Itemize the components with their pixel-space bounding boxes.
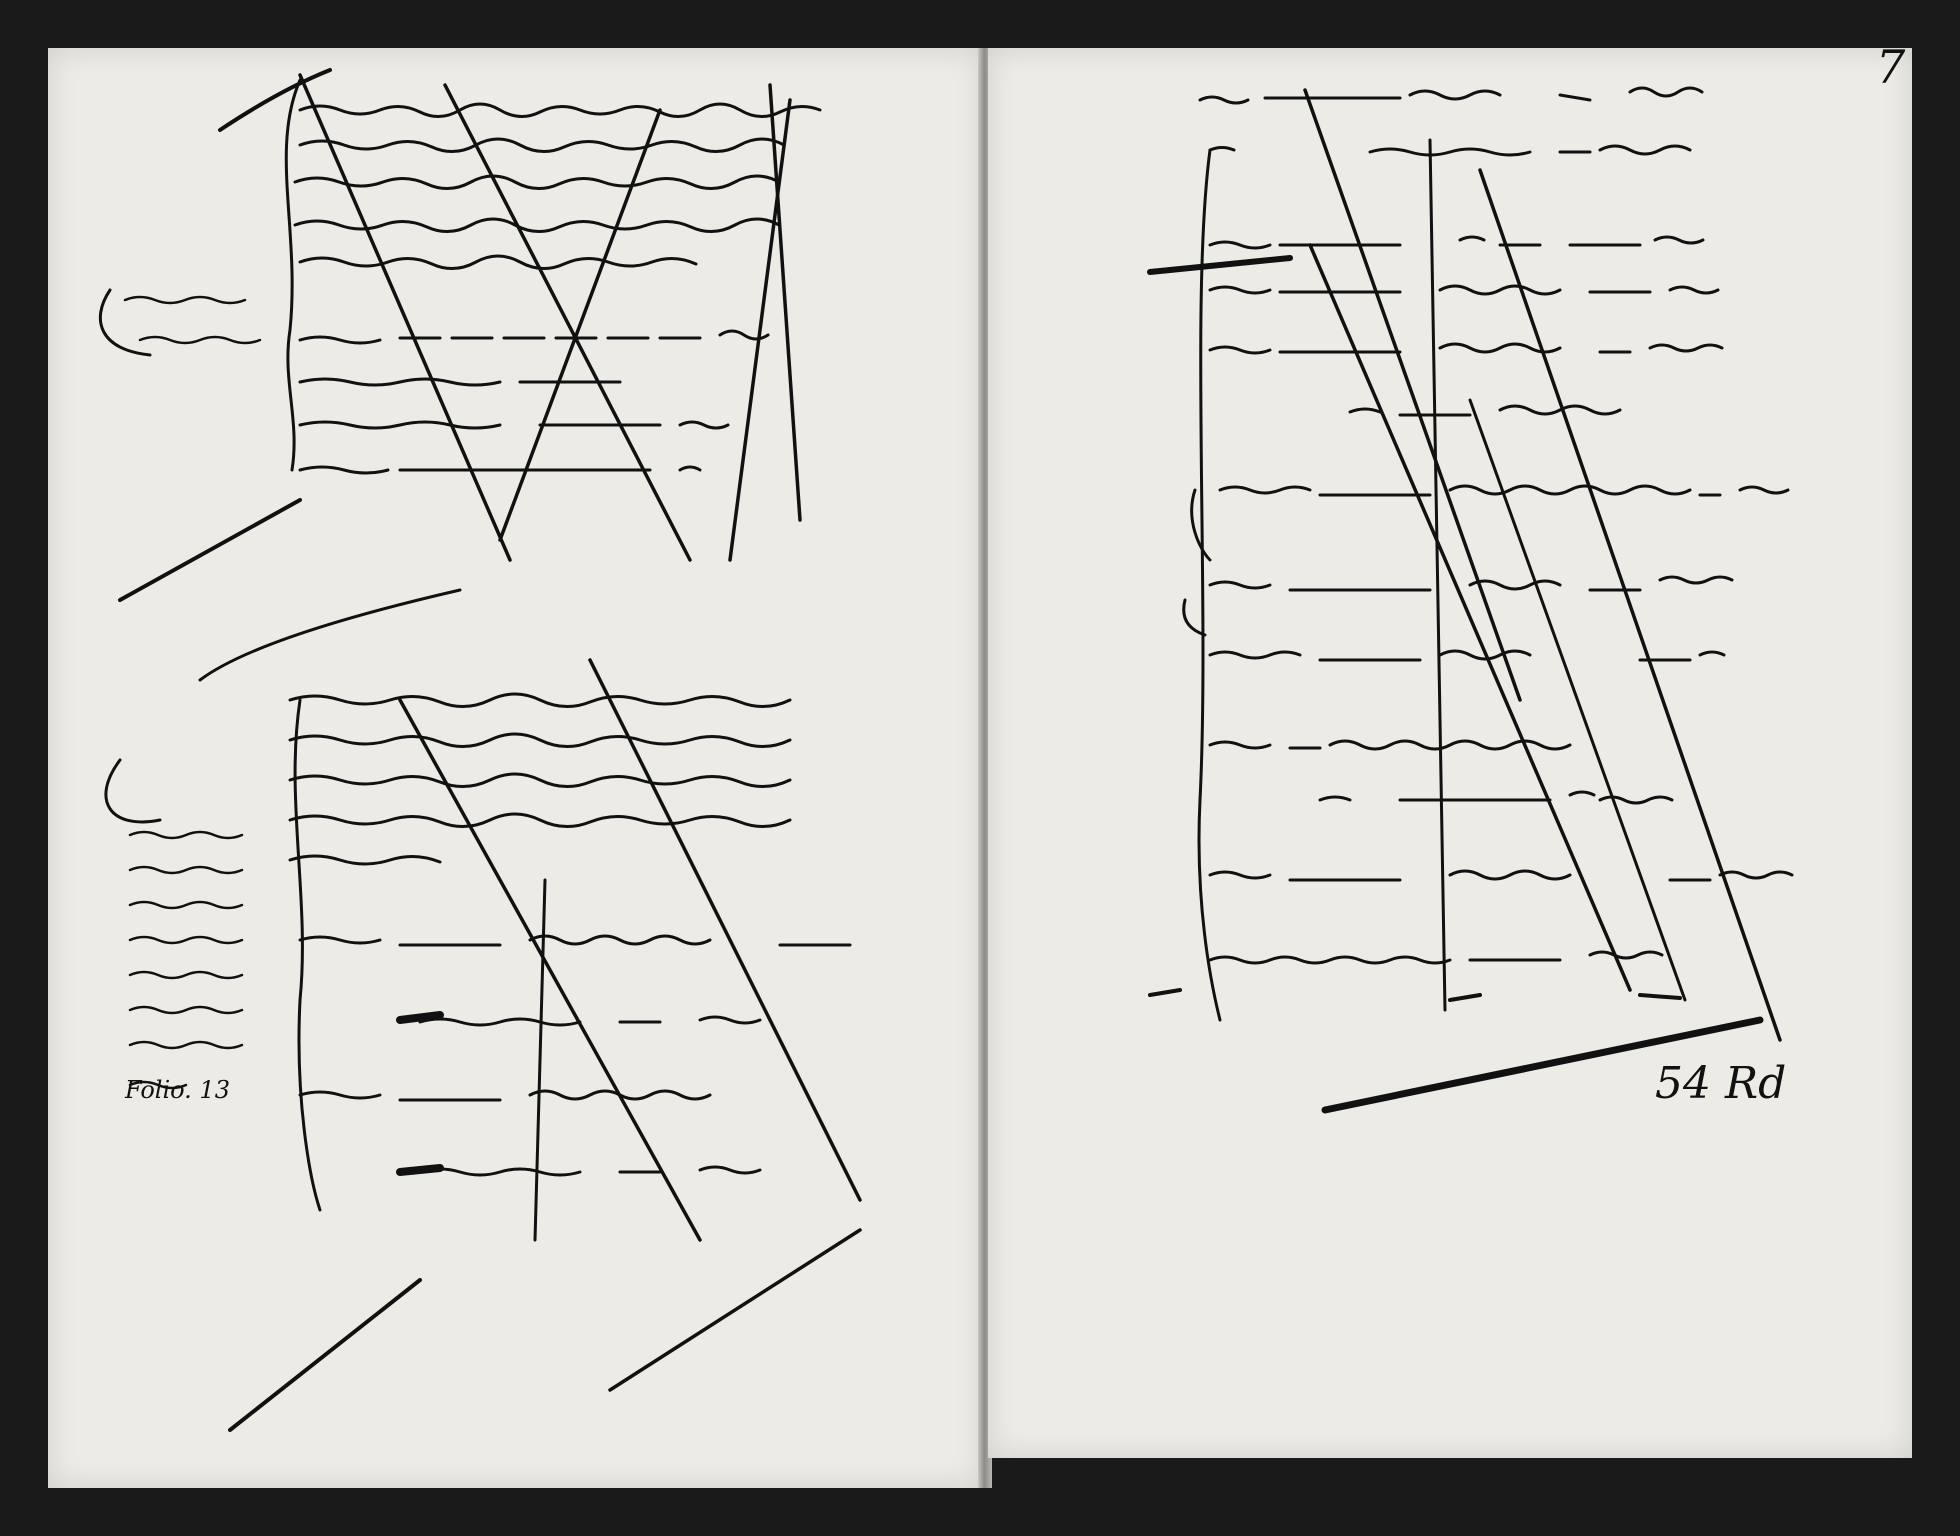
left-page [48,48,983,1488]
margin-folio-reference: Folio. 13 [125,1076,230,1104]
page-total: 54 Rd [1655,1058,1787,1109]
folio-number: 7 [1876,40,1906,94]
right-page [988,48,1912,1458]
